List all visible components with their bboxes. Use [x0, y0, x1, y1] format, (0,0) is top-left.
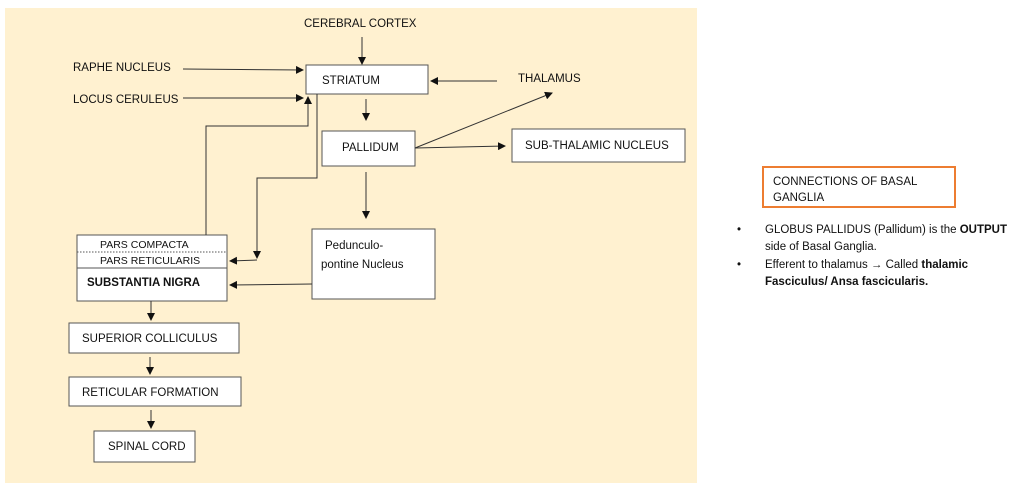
bullet-icon: • — [737, 259, 742, 271]
notes-list: • GLOBUS PALLIDUS (Pallidum) is the OUTP… — [737, 222, 1022, 292]
edge-pallidum-to-subthalamic — [414, 142, 506, 151]
title-line-1: CONNECTIONS OF BASAL — [773, 176, 918, 188]
node-reticular-formation: RETICULAR FORMATION — [82, 387, 219, 399]
node-superior-colliculus: SUPERIOR COLLICULUS — [82, 333, 218, 345]
note-item: • Efferent to thalamus → Called thalamic… — [737, 257, 1022, 290]
node-locus-ceruleus: LOCUS CERULEUS — [73, 94, 179, 106]
edge-compacta-to-striatum — [205, 96, 312, 235]
striatum-box — [305, 64, 429, 95]
superior-colliculus-box — [68, 322, 240, 354]
sub-thalamic-nucleus-box — [511, 128, 686, 163]
edge-pallidum-to-thalamus — [414, 91, 553, 149]
edge-striatum-to-reticularis-tip — [229, 256, 258, 265]
pedunculopontine-nucleus-box — [311, 228, 436, 300]
node-pars-compacta: PARS COMPACTA — [100, 239, 189, 251]
note-text: GLOBUS PALLIDUS (Pallidum) is the — [765, 224, 960, 236]
node-raphe-nucleus: RAPHE NUCLEUS — [73, 62, 171, 74]
node-substantia-nigra: SUBSTANTIA NIGRA — [87, 277, 200, 289]
note-text: Efferent to thalamus → Called — [765, 259, 922, 271]
edge-striatum-to-reticularis — [253, 94, 318, 259]
node-thalamus: THALAMUS — [518, 73, 581, 85]
node-pedunculopontine-line2: pontine Nucleus — [321, 259, 404, 271]
node-sub-thalamic-nucleus: SUB-THALAMIC NUCLEUS — [525, 140, 669, 152]
note-bold: thalamic Fasciculus/ Ansa fascicularis. — [765, 259, 969, 288]
note-bold: OUTPUT — [959, 224, 1007, 236]
edge-ppn-to-nigra — [229, 280, 313, 289]
connections-title-box: CONNECTIONS OF BASAL GANGLIA — [762, 166, 956, 208]
pallidum-box — [321, 130, 416, 167]
node-pars-reticularis: PARS RETICULARIS — [100, 255, 200, 267]
node-spinal-cord: SPINAL CORD — [108, 441, 186, 453]
bullet-icon: • — [737, 224, 742, 236]
node-cerebral-cortex: CEREBRAL CORTEX — [304, 18, 417, 30]
title-line-2: GANGLIA — [773, 192, 825, 204]
node-pallidum: PALLIDUM — [342, 142, 399, 154]
edge-raphe-to-striatum — [182, 65, 304, 74]
reticular-formation-box — [68, 376, 242, 407]
spinal-cord-box — [93, 430, 196, 463]
node-pedunculopontine-line1: Pedunculo- — [325, 240, 383, 252]
node-striatum: STRIATUM — [322, 75, 380, 87]
note-text: side of Basal Ganglia. — [765, 240, 877, 253]
note-item: • GLOBUS PALLIDUS (Pallidum) is the OUTP… — [737, 222, 1022, 255]
